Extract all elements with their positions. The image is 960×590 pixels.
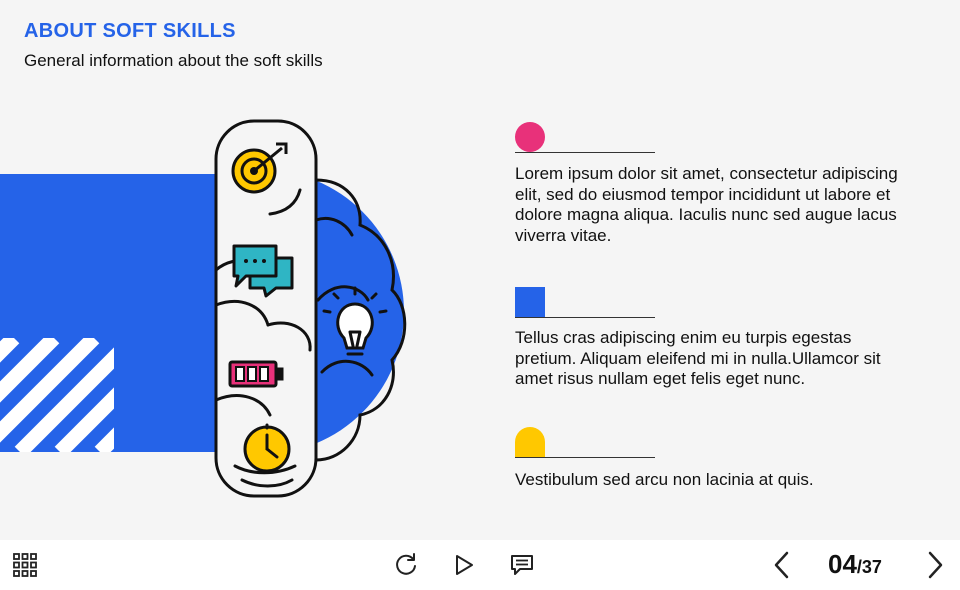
play-icon	[456, 555, 473, 575]
divider-line	[515, 152, 655, 153]
blue-square-marker	[515, 287, 545, 317]
page-current: 04	[828, 549, 857, 579]
player-toolbar	[0, 540, 960, 590]
content-paragraph-2: Tellus cras adipiscing enim eu turpis eg…	[515, 328, 881, 388]
slide: ABOUT SOFT SKILLS General information ab…	[0, 20, 898, 498]
play-button[interactable]	[449, 550, 479, 580]
next-arrow-icon	[928, 551, 943, 579]
notes-button[interactable]	[507, 550, 537, 580]
menu-grid-button[interactable]	[10, 550, 40, 580]
brain-left-panel	[214, 119, 318, 498]
page-total: /37	[856, 557, 882, 577]
target-icon	[231, 142, 288, 194]
chat-bubbles-icon	[232, 244, 294, 298]
page-counter: 04/37	[828, 549, 882, 580]
next-slide-button[interactable]	[920, 550, 950, 580]
brain-illustration	[0, 119, 407, 498]
notes-icon	[511, 555, 533, 575]
battery-icon	[228, 360, 284, 388]
brain-outline	[214, 178, 407, 488]
divider-line	[515, 317, 655, 318]
replay-button[interactable]	[391, 550, 421, 580]
stripes-decoration	[0, 338, 114, 452]
content-paragraph-1: Lorem ipsum dolor sit amet, consectetur …	[515, 164, 898, 245]
light-bulb-icon	[322, 286, 388, 356]
menu-grid-icon	[13, 553, 37, 577]
replay-icon	[396, 553, 416, 575]
prev-arrow-icon	[774, 551, 789, 579]
previous-slide-button[interactable]	[767, 550, 797, 580]
clock-icon	[243, 423, 291, 473]
yellow-half-circle-marker	[515, 427, 545, 457]
divider-line	[515, 457, 655, 458]
content-paragraph-3: Vestibulum sed arcu non lacinia at quis.	[515, 470, 814, 489]
pink-circle-marker	[515, 122, 545, 152]
slide-title: ABOUT SOFT SKILLS	[24, 20, 236, 42]
slide-subtitle: General information about the soft skill…	[24, 51, 323, 70]
